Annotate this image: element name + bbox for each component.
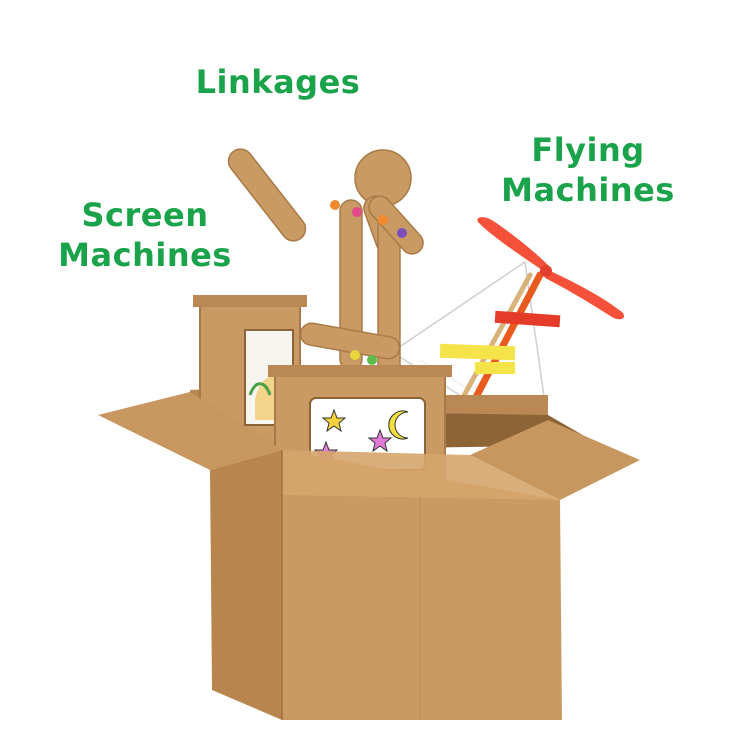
linkage-figure	[227, 148, 424, 381]
label-flying-line1: Flying	[531, 131, 645, 169]
label-screen-machines: Screen Machines	[40, 195, 250, 275]
label-screen-line1: Screen	[81, 196, 209, 234]
label-flying-line2: Machines	[501, 171, 675, 209]
label-linkages-text: Linkages	[195, 63, 361, 101]
label-linkages: Linkages	[178, 62, 378, 102]
label-flying-machines: Flying Machines	[478, 130, 698, 210]
cardboard-box-front	[98, 392, 640, 720]
label-screen-line2: Machines	[58, 236, 232, 274]
